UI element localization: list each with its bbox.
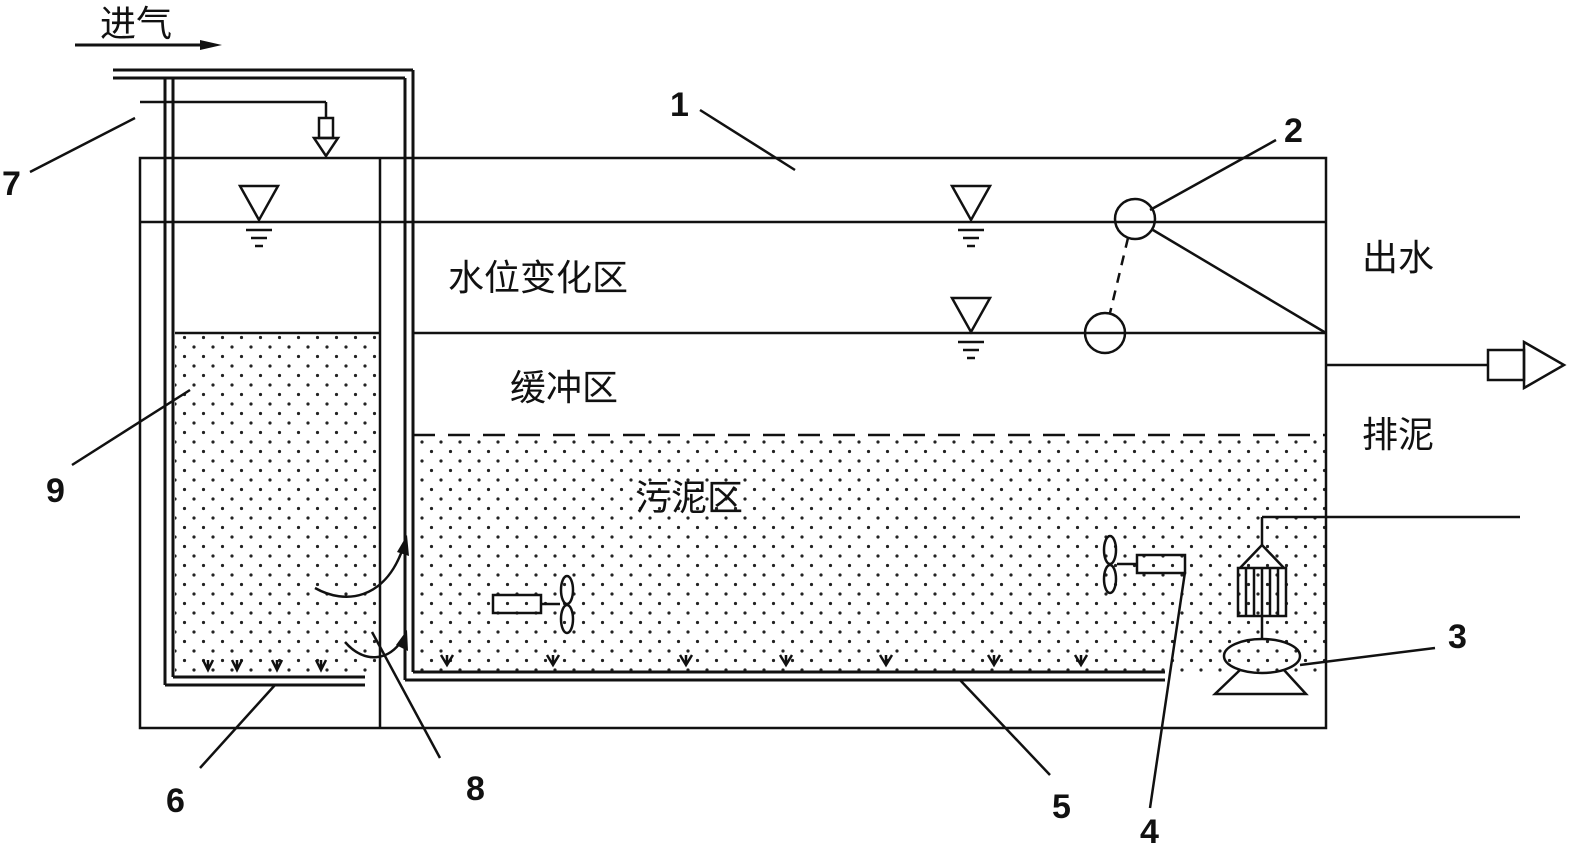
component-number-2: 2 — [1284, 112, 1303, 150]
mixer-icon — [1102, 534, 1187, 595]
water-level-symbol — [949, 184, 993, 248]
air-inlet-arrow-icon — [75, 40, 222, 50]
mixer-icon — [491, 574, 575, 635]
component-number-9: 9 — [46, 472, 65, 510]
air-inlet-pipe — [113, 68, 1165, 687]
water-level-symbol — [237, 184, 281, 248]
circulation-arrows — [314, 535, 409, 659]
sludge-zone-label: 污泥区 — [635, 478, 743, 519]
water-level-symbol — [949, 296, 993, 360]
component-number-1: 1 — [670, 86, 689, 124]
main-tank-sludge-fill — [413, 435, 1325, 672]
component-number-5: 5 — [1052, 788, 1071, 826]
component-number-4: 4 — [1140, 813, 1159, 851]
floating-decanter-icon — [1083, 197, 1327, 355]
effluent-arrow-icon — [1326, 339, 1567, 391]
sludge-discharge-label: 排泥 — [1362, 415, 1434, 456]
water-level-zone-label: 水位变化区 — [448, 258, 628, 299]
tank-outline — [138, 156, 1328, 730]
leader-lines — [29, 108, 1436, 809]
sludge-pump-icon — [1211, 515, 1520, 696]
effluent-label: 出水 — [1362, 238, 1434, 279]
component-number-3: 3 — [1448, 618, 1467, 656]
component-number-7: 7 — [2, 165, 21, 203]
component-number-6: 6 — [166, 782, 185, 820]
left-diffusers — [201, 659, 328, 673]
air-inlet-label: 进气 — [100, 4, 172, 45]
main-diffusers — [439, 654, 1089, 668]
influent-pipe — [140, 100, 341, 159]
left-column-sludge-fill — [175, 333, 380, 673]
component-number-8: 8 — [466, 770, 485, 808]
buffer-zone-label: 缓冲区 — [510, 368, 618, 409]
water-levels — [140, 220, 1326, 437]
